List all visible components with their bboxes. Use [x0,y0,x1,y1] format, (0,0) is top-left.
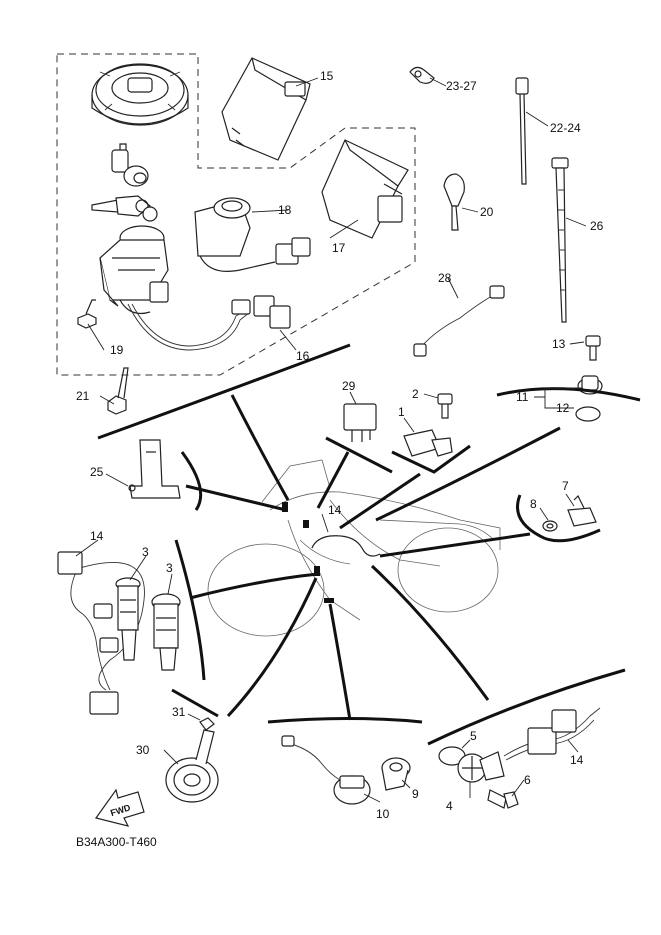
harness-marker-4 [324,598,334,603]
line-to-1 [339,472,421,530]
fwd-arrow-icon: FWD [94,788,145,827]
callout-23-27: 23-27 [446,79,477,93]
callout-21: 21 [76,389,90,403]
callout-labels: 15 18 17 16 19 21 23-27 22-24 20 26 28 1… [76,69,604,821]
callout-19: 19 [110,343,124,357]
horn-30-part[interactable] [165,729,219,803]
main-harness-on-bike [311,535,381,557]
dashed-group-outline [56,53,416,376]
sub-harness-16-part[interactable] [127,295,291,351]
bolt-6-part[interactable] [487,789,519,809]
sensor-7-part[interactable] [567,494,597,527]
line-to-29 [316,451,350,509]
bracket-bottom-right [427,668,626,746]
callout-13: 13 [552,337,566,351]
callout-6: 6 [524,773,531,787]
callout-17: 17 [332,241,346,255]
bolt-19-part[interactable] [77,299,97,329]
bracket-1 [391,444,471,474]
ecu-unit-15-part[interactable] [221,57,311,161]
bracket-10 [267,717,423,724]
ecu-unit-17-part[interactable] [321,139,409,239]
immobilizer-unit-part[interactable] [194,197,311,272]
harness-marker-1 [282,502,288,512]
switch-9-part[interactable] [381,757,411,791]
callout-10: 10 [376,807,390,821]
sensor-4-part[interactable] [457,751,505,783]
clamp-23-27-part[interactable] [409,66,435,84]
motorcycle-outline [207,459,501,637]
line-to-30 [226,577,318,718]
line-to-10 [328,603,352,721]
nut-31-part[interactable] [199,717,215,731]
callout-14-left: 14 [90,529,104,543]
line-to-top-left [230,394,290,501]
callout-26: 26 [590,219,604,233]
callout-7: 7 [562,479,569,493]
sensor-lead-28-part[interactable] [413,285,505,357]
line-to-25 [185,484,287,512]
relay-29-part[interactable] [343,403,377,442]
sensor-11-part[interactable] [575,375,603,422]
callout-4: 4 [446,799,453,813]
callout-31: 31 [172,705,186,719]
bracket-7 [516,494,601,543]
callout-30: 30 [136,743,150,757]
diagram-code: B34A300-T460 [76,835,157,849]
bracket-25-part[interactable] [128,439,181,499]
callout-28: 28 [438,271,452,285]
harness-14-right-part[interactable] [503,707,601,761]
callout-22-24: 22-24 [550,121,581,135]
cable-tie-22-24-part[interactable] [515,77,529,185]
bracket-left-group [174,539,206,681]
callout-2: 2 [412,387,419,401]
washer-8-part[interactable] [542,520,558,532]
cable-tie-26-part[interactable] [551,157,569,323]
line-to-top-right [375,426,561,522]
sensor-10-part[interactable] [281,735,371,805]
callout-18: 18 [278,203,292,217]
callout-5: 5 [470,729,477,743]
bolt-13-part[interactable] [585,335,601,361]
bracket-30 [171,688,219,718]
callout-25: 25 [90,465,104,479]
bracket-top-left [97,343,351,440]
ignition-coil-3b-part[interactable] [151,593,181,671]
harness-marker-2 [303,520,309,528]
leader-lines [75,77,587,803]
bolt-21-part[interactable] [107,367,129,415]
bracket-29 [325,436,393,474]
callout-14-center: 14 [328,503,342,517]
bracket-top-right [496,387,641,402]
key-blank-part[interactable] [91,195,158,222]
callout-12: 12 [556,401,570,415]
line-to-7 [379,532,531,558]
lock-cylinder-part[interactable] [111,143,149,187]
ignition-coil-3a-part[interactable] [115,577,141,661]
key-20-part[interactable] [443,173,465,231]
callout-14-right: 14 [570,753,584,767]
callout-20: 20 [480,205,494,219]
callout-29: 29 [342,379,356,393]
sub-harness-14-left-part[interactable] [57,551,145,715]
callout-3-a: 3 [142,545,149,559]
callout-1: 1 [398,405,405,419]
bolt-2-part[interactable] [437,393,453,419]
callout-15: 15 [320,69,334,83]
callout-3-b: 3 [166,561,173,575]
line-to-bottom-right [370,564,490,701]
line-to-left [189,572,319,600]
sensor-1-part[interactable] [403,429,453,457]
callout-8: 8 [530,497,537,511]
bracket-25 [180,451,203,511]
callout-11: 11 [516,390,529,404]
fuel-cap-part[interactable] [91,63,189,126]
harness-marker-3 [314,566,320,576]
callout-16: 16 [296,349,310,363]
main-switch-part[interactable] [99,225,169,315]
callout-9: 9 [412,787,419,801]
